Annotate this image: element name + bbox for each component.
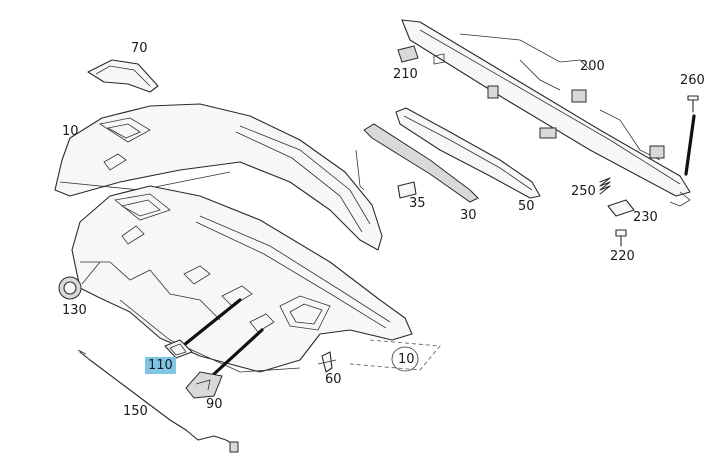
callout-220: 220 [610, 249, 635, 264]
part-90-bracket [185, 371, 223, 399]
callout-130: 130 [62, 303, 87, 318]
callout-200: 200 [580, 59, 605, 74]
part-110-cover [164, 339, 193, 359]
callout-50: 50 [518, 199, 535, 214]
part-60-clip [317, 351, 337, 373]
part-250-spring [599, 177, 611, 195]
callout-250: 250 [571, 184, 596, 199]
floor-outline [349, 339, 441, 371]
callout-30: 30 [460, 208, 477, 223]
part-260-screw [684, 95, 699, 176]
callout-110-highlighted: 110 [145, 357, 176, 374]
callout-10-lower: 10 [398, 352, 415, 367]
callout-210: 210 [393, 67, 418, 82]
callout-260: 260 [680, 73, 705, 88]
part-10-upper-shelf [54, 103, 383, 251]
part-70-cover [87, 59, 159, 93]
part-150-cable [77, 349, 239, 453]
part-220-bolt [615, 229, 627, 247]
part-35-bracket [397, 181, 417, 199]
leader-line-110 [182, 298, 242, 347]
part-30-trim-strip [355, 123, 479, 203]
callout-60: 60 [325, 372, 342, 387]
callout-90: 90 [206, 397, 223, 412]
part-210-bracket [397, 45, 445, 65]
callout-circle-10 [391, 346, 419, 372]
leader-line-90 [212, 328, 264, 376]
callout-230: 230 [633, 210, 658, 225]
part-50-cover-panel [395, 107, 541, 199]
part-10-main-shelf [71, 185, 413, 373]
part-230-clip [607, 199, 635, 217]
callout-10-upper: 10 [62, 124, 79, 139]
part-130-grommet [58, 261, 101, 300]
callout-35: 35 [409, 196, 426, 211]
part-200-roller-blind [401, 19, 691, 207]
callout-150: 150 [123, 404, 148, 419]
callout-70: 70 [131, 41, 148, 56]
